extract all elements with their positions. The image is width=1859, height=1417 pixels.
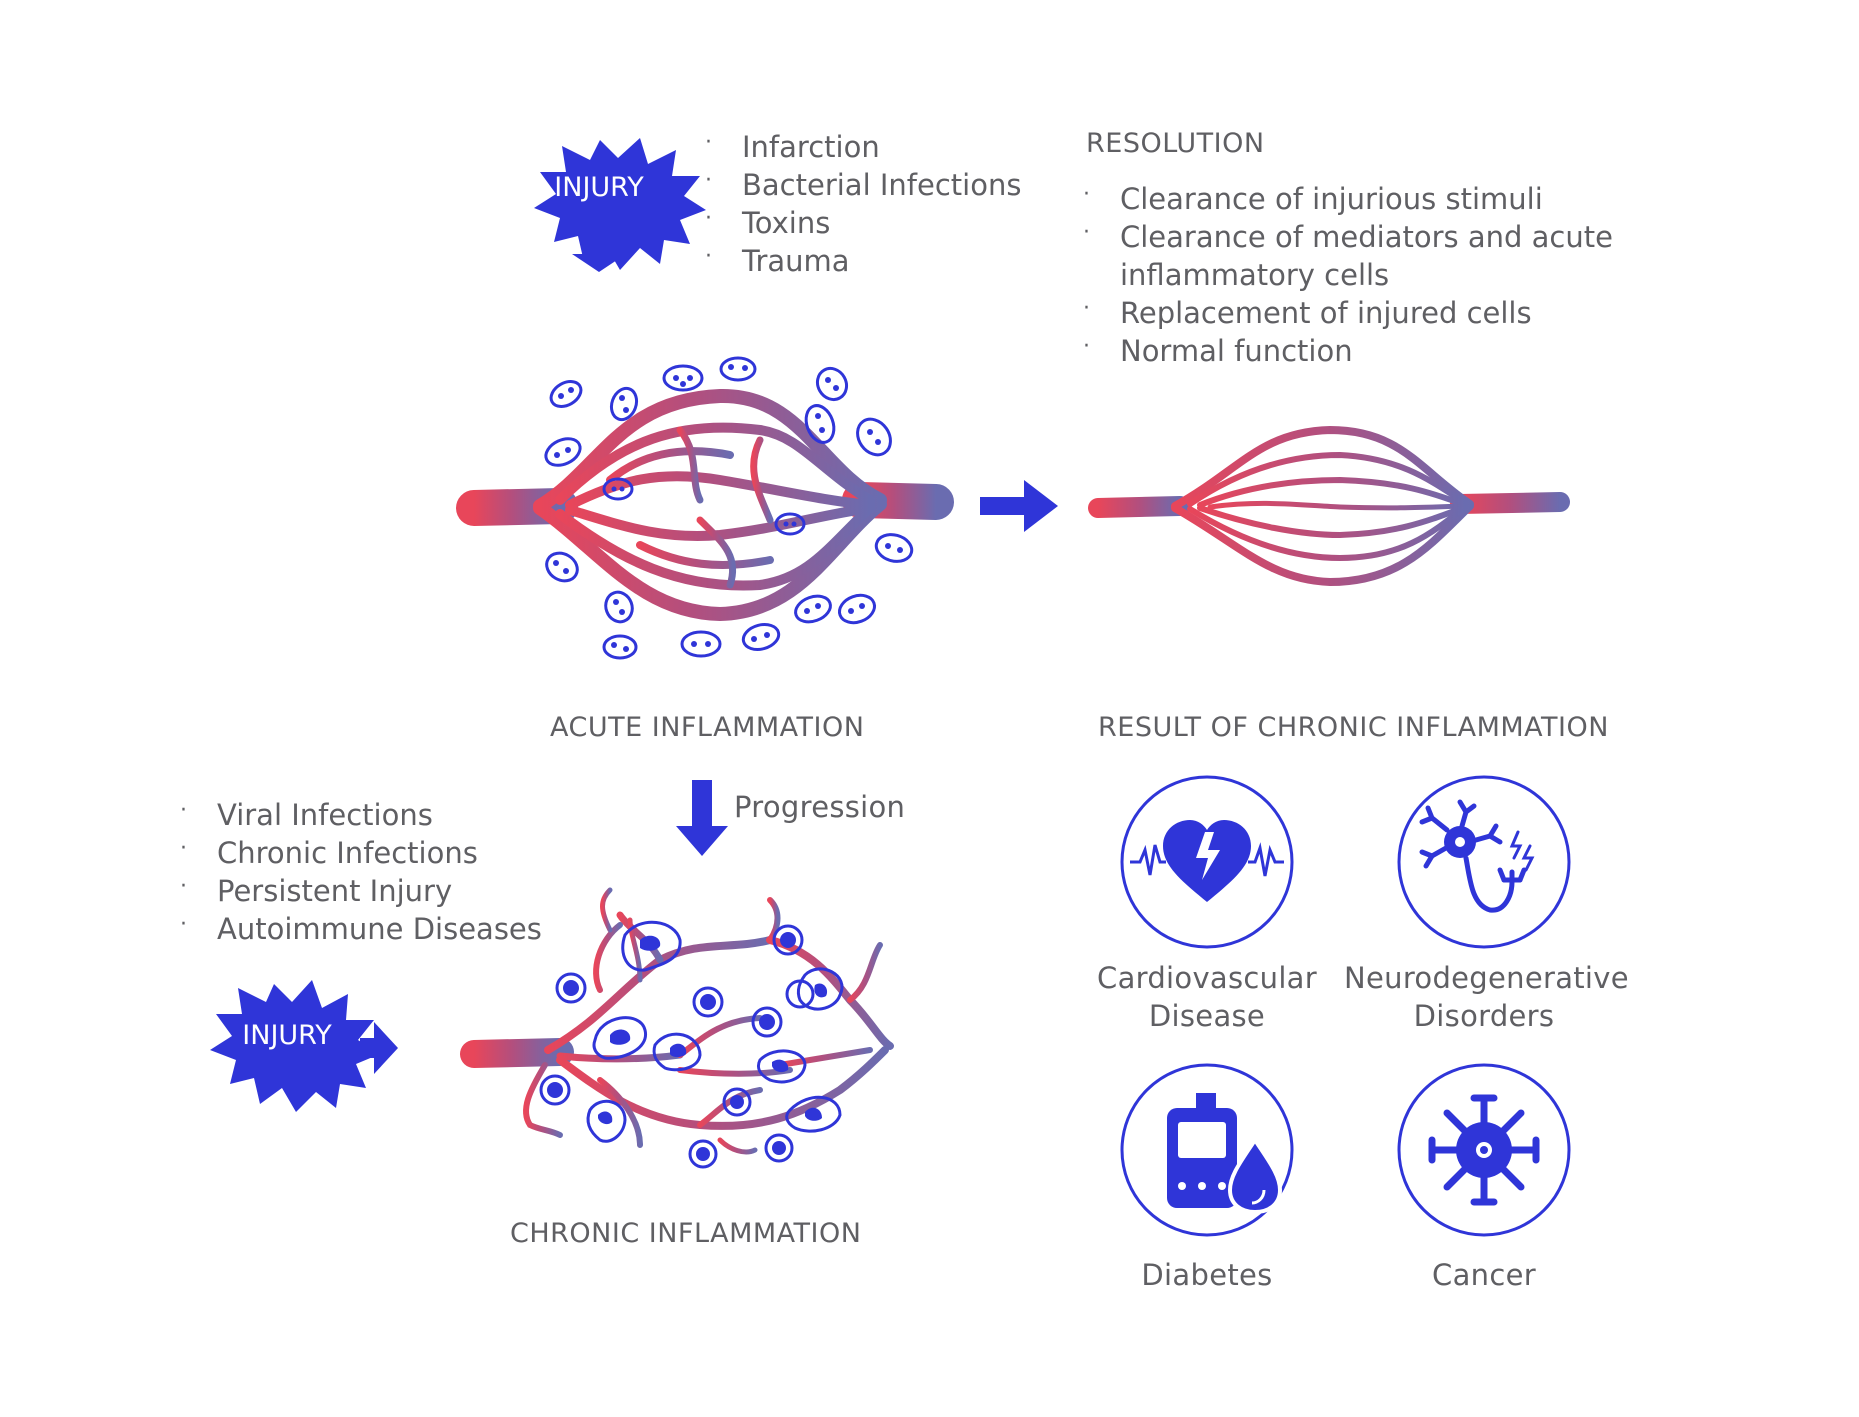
acute-inflammatory-cells <box>544 356 914 660</box>
result-neurodegenerative-label: Neurodegenerative Disorders <box>1344 959 1629 1035</box>
resolution-list: Clearance of injurious stimuli Clearance… <box>1083 176 1613 370</box>
chronic-inflammation-label: CHRONIC INFLAMMATION <box>510 1218 862 1249</box>
chronic-result-label: RESULT OF CHRONIC INFLAMMATION <box>1098 712 1609 743</box>
list-item: Bacterial Infections <box>705 162 1021 204</box>
result-label-line2: Disease <box>1148 999 1266 1033</box>
resolved-vessel <box>1088 425 1570 587</box>
list-item: Infarction <box>705 124 1021 166</box>
list-item: Replacement of injured cells <box>1083 290 1613 332</box>
broken-heart-icon <box>1130 820 1284 902</box>
result-cancer-label: Cancer <box>1432 1258 1536 1292</box>
acute-causes-list: Infarction Bacterial Infections Toxins T… <box>705 124 1021 280</box>
result-diabetes-label: Diabetes <box>1141 1258 1273 1292</box>
acute-vessel <box>456 388 954 622</box>
chronic-macrophages <box>586 920 844 1143</box>
acute-inflammation-label: ACUTE INFLAMMATION <box>550 712 865 743</box>
list-item: Persistent Injury <box>180 868 542 910</box>
resolution-heading: RESOLUTION <box>1086 128 1265 159</box>
list-item-continued: inflammatory cells <box>1120 258 1390 292</box>
result-circles <box>1120 775 1571 1237</box>
list-item: Normal function <box>1083 328 1613 370</box>
list-item: Chronic Infections <box>180 830 542 872</box>
injury-bottom-label: INJURY <box>242 1020 332 1051</box>
injury-burst-bottom <box>210 980 398 1112</box>
list-item: Viral Infections <box>180 792 542 834</box>
progression-label: Progression <box>734 790 906 824</box>
list-item: Trauma <box>705 238 1021 280</box>
result-cardiovascular-label: Cardiovascular Disease <box>1087 959 1327 1035</box>
list-item: Clearance of injurious stimuli <box>1083 176 1613 218</box>
arrow-to-resolution-icon <box>980 480 1058 532</box>
chronic-lymphocytes <box>539 924 815 1169</box>
injury-top-label: INJURY <box>554 172 644 203</box>
result-label-line1: Neurodegenerative <box>1344 961 1629 995</box>
list-item: Clearance of mediators and acute <box>1083 214 1613 256</box>
neuron-icon <box>1419 799 1535 913</box>
cancer-cell-icon <box>1428 1094 1540 1206</box>
chronic-vessel <box>460 887 950 1155</box>
result-label-line1: Cardiovascular <box>1097 961 1317 995</box>
list-item: Autoimmune Diseases <box>180 906 542 948</box>
progression-arrow-icon <box>676 780 728 856</box>
injury-burst-top <box>534 138 706 272</box>
chronic-macrophage-nuclei <box>598 935 828 1125</box>
acute-cell-nuclei <box>553 364 903 652</box>
chronic-causes-list: Viral Infections Chronic Infections Pers… <box>180 792 542 948</box>
result-label-line2: Disorders <box>1413 999 1555 1033</box>
list-item: Toxins <box>705 200 1021 242</box>
glucometer-icon <box>1167 1093 1283 1215</box>
